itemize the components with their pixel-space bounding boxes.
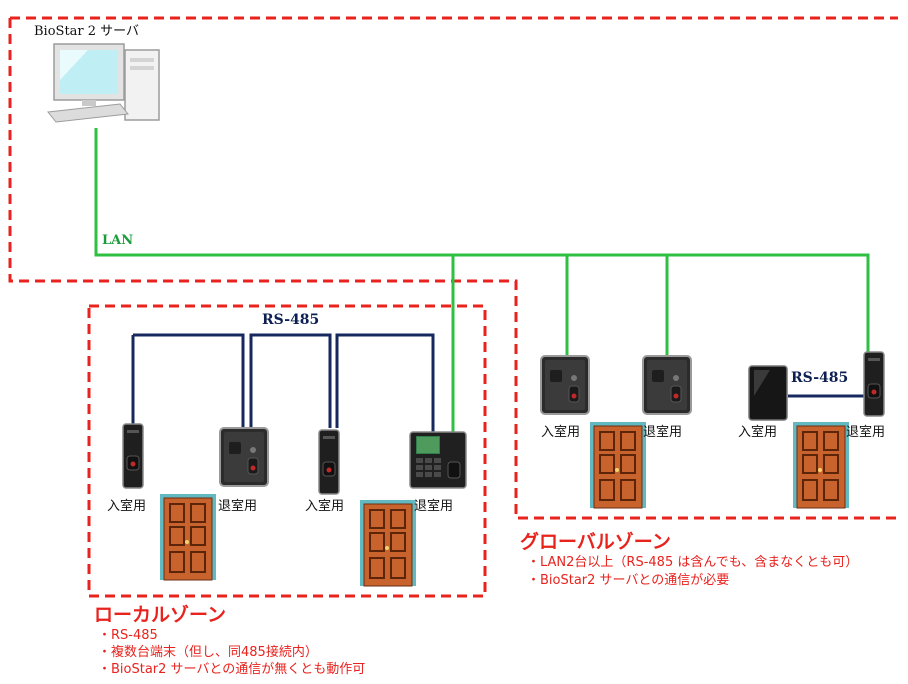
local-exit-terminal-icon [409,431,467,489]
local-entry-reader-2-icon [318,429,340,495]
local-exit-reader-1-icon [219,427,269,487]
global-exit-reader-2-icon [863,351,885,417]
server-computer-icon [47,43,160,123]
global-zone-note: ・LAN2台以上（RS-485 は含んでも、含まなくとも可） [527,555,859,570]
local-entry-label-2: 入室用 [305,499,345,514]
global-zone-note: ・BioStar2 サーバとの通信が必要 [527,573,730,588]
global-door-1-icon [589,421,647,509]
local-entry-label-1: 入室用 [107,499,147,514]
server-zone-border [8,18,898,520]
global-exit-label-2: 退室用 [846,425,886,440]
global-entry-label-1: 入室用 [541,425,581,440]
global-zone-title: グローバルゾーン [520,531,671,553]
rs485-label-global: RS-485 [791,370,849,386]
global-door-2-icon [792,421,850,509]
server-title: BioStar 2 サーバ [34,24,140,39]
local-zone-note: ・RS-485 [98,628,158,643]
local-zone-title: ローカルゾーン [94,604,227,626]
rs485-label-local: RS-485 [262,312,320,328]
local-exit-label-2: 退室用 [414,499,454,514]
local-entry-reader-1-icon [122,423,144,489]
local-door-1-icon [159,493,217,581]
global-exit-reader-1-icon [642,355,692,415]
local-door-2-icon [359,499,417,587]
lan-lines [94,128,870,432]
global-entry-reader-1-icon [540,355,590,415]
local-exit-label-1: 退室用 [218,499,258,514]
local-zone-note: ・複数台端末（但し、同485接続内） [98,645,318,660]
rs485-lines-local [131,333,435,432]
global-entry-card-reader-icon [748,365,788,421]
global-entry-label-2: 入室用 [738,425,778,440]
local-zone-border [87,304,487,598]
lan-label: LAN [102,233,134,248]
global-exit-label-1: 退室用 [643,425,683,440]
local-zone-note: ・BioStar2 サーバとの通信が無くとも動作可 [98,662,366,677]
